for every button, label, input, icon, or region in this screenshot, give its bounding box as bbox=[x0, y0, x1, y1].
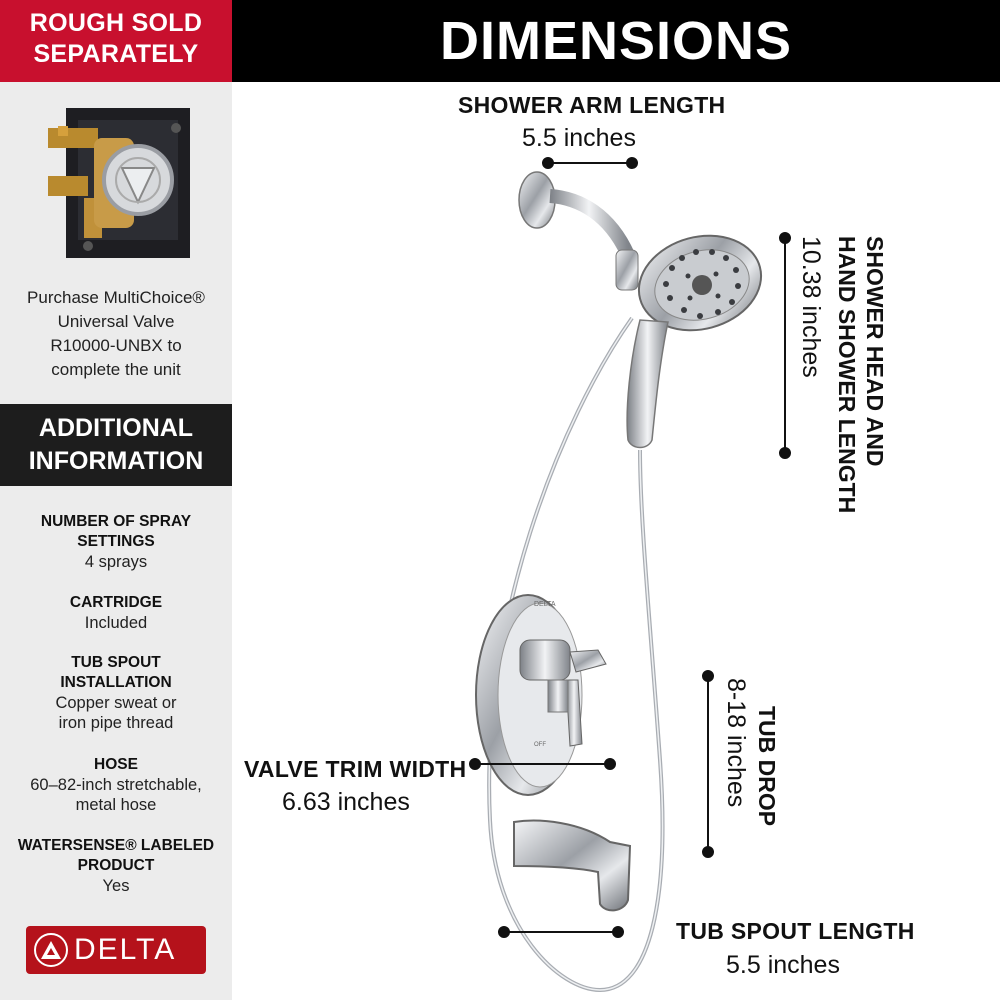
valve-trim bbox=[475, 594, 607, 796]
valve-text-line: complete the unit bbox=[51, 360, 181, 379]
shower-arm-length-value: 5.5 inches bbox=[522, 124, 636, 152]
handle-off-text: OFF bbox=[534, 742, 546, 748]
info-value: 4 sprays bbox=[84, 553, 148, 571]
valve-text-line: Purchase MultiChoice® bbox=[27, 288, 205, 307]
info-label: SETTINGS bbox=[77, 533, 155, 550]
delta-triangle-icon bbox=[34, 933, 68, 967]
info-value: Copper sweat or bbox=[55, 694, 177, 712]
info-tub-spout-installation: TUB SPOUT INSTALLATION Copper sweat or i… bbox=[0, 653, 232, 733]
shower-arm bbox=[518, 171, 639, 291]
info-label: NUMBER OF SPRAY bbox=[40, 513, 192, 530]
tub-spout-length-value: 5.5 inches bbox=[726, 951, 840, 979]
info-label: CARTRIDGE bbox=[69, 594, 163, 611]
banner-line: ROUGH SOLD bbox=[29, 9, 203, 37]
hand-shower-handle bbox=[626, 319, 669, 449]
shower-head-length-title: SHOWER HEAD AND HAND SHOWER LENGTH bbox=[833, 236, 889, 513]
info-label: HOSE bbox=[94, 756, 138, 773]
shower-head-length-value: 10.38 inches bbox=[797, 236, 825, 378]
shower-arm-length-title: SHOWER ARM LENGTH bbox=[458, 92, 726, 118]
info-label: TUB SPOUT bbox=[71, 654, 161, 671]
info-value: iron pipe thread bbox=[58, 714, 174, 732]
valve-purchase-text: Purchase MultiChoice® Universal Valve R1… bbox=[0, 286, 232, 382]
valve-text-line: R10000-UNBX to bbox=[50, 336, 182, 355]
info-value: Yes bbox=[102, 877, 130, 895]
info-value: metal hose bbox=[75, 796, 157, 814]
info-spray-settings: NUMBER OF SPRAY SETTINGS 4 sprays bbox=[0, 512, 232, 572]
delta-logo: DELTA bbox=[26, 926, 206, 974]
banner-line: ADDITIONAL bbox=[38, 414, 194, 442]
banner-line: INFORMATION bbox=[28, 447, 204, 475]
delta-logo-text: DELTA bbox=[74, 933, 177, 966]
tub-drop-title: TUB DROP bbox=[754, 706, 780, 827]
valve-trim-width-value: 6.63 inches bbox=[282, 788, 410, 816]
info-label: PRODUCT bbox=[77, 857, 155, 874]
info-watersense: WATERSENSE® LABELED PRODUCT Yes bbox=[0, 836, 232, 896]
info-label: INSTALLATION bbox=[60, 674, 172, 691]
info-label: WATERSENSE® LABELED bbox=[17, 837, 215, 854]
info-cartridge: CARTRIDGE Included bbox=[0, 593, 232, 633]
tub-drop-value: 8-18 inches bbox=[722, 678, 750, 808]
valve-trim-width-title: VALVE TRIM WIDTH bbox=[244, 756, 467, 782]
dimensions-header: DIMENSIONS bbox=[232, 0, 1000, 82]
rough-valve-image bbox=[48, 108, 190, 258]
left-panel: ROUGH SOLD SEPARATELY Purchase MultiChoi… bbox=[0, 0, 232, 1000]
valve-text-line: Universal Valve bbox=[57, 312, 175, 331]
info-value: Included bbox=[84, 614, 148, 632]
tub-spout bbox=[513, 819, 632, 912]
dimension-lines bbox=[469, 157, 791, 938]
info-hose: HOSE 60–82-inch stretchable, metal hose bbox=[0, 755, 232, 815]
rough-sold-separately-banner: ROUGH SOLD SEPARATELY bbox=[0, 0, 232, 82]
title-line: SHOWER HEAD AND bbox=[862, 236, 888, 467]
additional-information-banner: ADDITIONAL INFORMATION bbox=[0, 404, 232, 486]
spray-nozzles bbox=[663, 249, 741, 319]
title-line: HAND SHOWER LENGTH bbox=[834, 236, 860, 514]
info-value: 60–82-inch stretchable, bbox=[30, 776, 202, 794]
tub-spout-length-title: TUB SPOUT LENGTH bbox=[676, 918, 915, 944]
banner-line: SEPARATELY bbox=[33, 40, 199, 68]
shower-head bbox=[637, 234, 763, 332]
handle-brand-text: DELTA bbox=[534, 601, 556, 608]
